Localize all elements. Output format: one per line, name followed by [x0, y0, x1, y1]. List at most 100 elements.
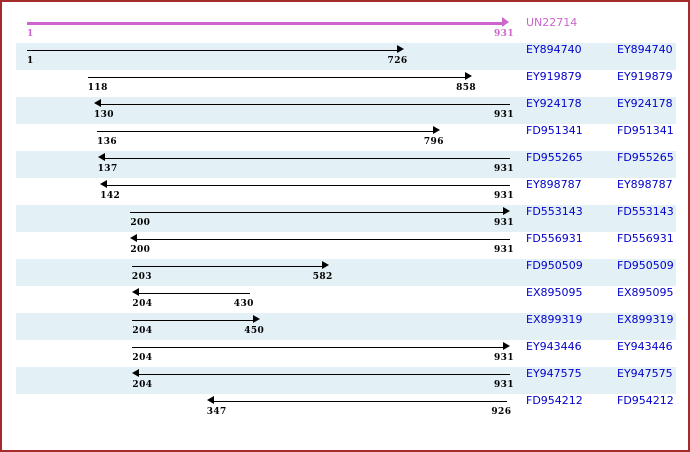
- alignment-bar: [130, 212, 503, 213]
- alignment-arrowhead-left: [93, 99, 101, 107]
- accession-link-secondary[interactable]: EY943446: [617, 340, 673, 353]
- alignment-row: 200 931 FD556931 FD556931: [16, 232, 676, 259]
- accession-link-primary[interactable]: FD951341: [526, 124, 583, 137]
- accession-link-secondary[interactable]: FD951341: [617, 124, 674, 137]
- alignment-arrowhead-left: [132, 288, 140, 296]
- accession-link-secondary[interactable]: FD950509: [617, 259, 674, 272]
- end-coordinate: 450: [244, 326, 265, 336]
- end-coordinate: 931: [494, 245, 514, 255]
- alignment-arrowhead-right: [465, 72, 473, 80]
- start-coordinate: 204: [132, 353, 153, 363]
- alignment-track: 137 931: [16, 151, 516, 178]
- accession-link-secondary[interactable]: EY894740: [617, 43, 673, 56]
- alignment-arrowhead-right: [503, 342, 510, 350]
- accession-link-primary[interactable]: UN22714: [526, 16, 578, 29]
- alignment-arrowhead-right: [432, 126, 440, 134]
- alignment-row: 204 931 EY943446 EY943446: [16, 340, 676, 367]
- start-coordinate: 204: [132, 326, 153, 336]
- alignment-bar: [27, 50, 397, 51]
- alignment-bar: [107, 185, 510, 186]
- end-coordinate: 430: [233, 299, 254, 309]
- alignment-track: 204 430: [16, 286, 516, 313]
- accession-link-primary[interactable]: EY947575: [526, 367, 582, 380]
- accession-link-secondary[interactable]: EX895095: [617, 286, 674, 299]
- alignment-arrowhead-right: [396, 45, 404, 53]
- accession-link-primary[interactable]: EX899319: [526, 313, 583, 326]
- alignment-arrowhead-right: [253, 315, 261, 323]
- alignment-track: 142 931: [16, 178, 516, 205]
- alignment-row: 137 931 FD955265 FD955265: [16, 151, 676, 178]
- accession-link-secondary[interactable]: EY924178: [617, 97, 673, 110]
- end-coordinate: 931: [494, 164, 514, 174]
- accession-link-primary[interactable]: EY898787: [526, 178, 582, 191]
- alignment-arrowhead-left: [97, 153, 105, 161]
- accession-link-secondary[interactable]: EY947575: [617, 367, 673, 380]
- end-coordinate: 931: [494, 191, 514, 201]
- accession-link-secondary[interactable]: FD954212: [617, 394, 674, 407]
- start-coordinate: 130: [93, 110, 114, 120]
- alignment-track: 204 450: [16, 313, 516, 340]
- start-coordinate: 204: [132, 299, 153, 309]
- alignment-bar: [87, 77, 466, 78]
- alignment-bar: [137, 239, 510, 240]
- alignment-arrowhead-left: [206, 396, 214, 404]
- accession-link-primary[interactable]: EY943446: [526, 340, 582, 353]
- start-coordinate: 1: [27, 29, 34, 39]
- alignment-arrowhead-left: [130, 234, 138, 242]
- start-coordinate: 1: [27, 56, 34, 66]
- start-coordinate: 204: [132, 380, 153, 390]
- end-coordinate: 726: [387, 56, 408, 66]
- end-coordinate: 931: [494, 380, 514, 390]
- alignment-track: 204 931: [16, 367, 516, 394]
- accession-link-primary[interactable]: FD950509: [526, 259, 583, 272]
- alignment-row: 204 931 EY947575 EY947575: [16, 367, 676, 394]
- start-coordinate: 137: [97, 164, 118, 174]
- accession-link-secondary[interactable]: EY919879: [617, 70, 673, 83]
- accession-link-primary[interactable]: FD553143: [526, 205, 583, 218]
- accession-link-secondary[interactable]: EX899319: [617, 313, 674, 326]
- accession-link-primary[interactable]: EX895095: [526, 286, 583, 299]
- alignment-bar: [132, 347, 503, 348]
- accession-link-secondary[interactable]: EY898787: [617, 178, 673, 191]
- alignment-bar: [139, 293, 250, 294]
- alignment-bar: [104, 158, 510, 159]
- accession-link-secondary[interactable]: FD955265: [617, 151, 674, 164]
- accession-link-primary[interactable]: FD955265: [526, 151, 583, 164]
- alignment-bar: [100, 104, 510, 105]
- end-coordinate: 931: [494, 353, 514, 363]
- alignment-row: 142 931 EY898787 EY898787: [16, 178, 676, 205]
- end-coordinate: 858: [456, 83, 477, 93]
- end-coordinate: 931: [494, 218, 514, 228]
- alignment-bar: [139, 374, 510, 375]
- accession-link-primary[interactable]: FD556931: [526, 232, 583, 245]
- start-coordinate: 142: [100, 191, 121, 201]
- accession-link-primary[interactable]: FD954212: [526, 394, 583, 407]
- alignment-track: 200 931: [16, 232, 516, 259]
- accession-link-primary[interactable]: EY919879: [526, 70, 582, 83]
- start-coordinate: 200: [130, 245, 151, 255]
- alignment-arrowhead-right: [502, 17, 509, 27]
- accession-link-primary[interactable]: EY924178: [526, 97, 582, 110]
- accession-link-primary[interactable]: EY894740: [526, 43, 582, 56]
- alignment-bar: [132, 320, 254, 321]
- alignment-row: 204 430 EX895095 EX895095: [16, 286, 676, 313]
- end-coordinate: 796: [423, 137, 444, 147]
- alignment-arrowhead-left: [132, 369, 140, 377]
- alignment-arrowhead-right: [503, 207, 510, 215]
- accession-link-secondary[interactable]: FD553143: [617, 205, 674, 218]
- accession-link-secondary[interactable]: FD556931: [617, 232, 674, 245]
